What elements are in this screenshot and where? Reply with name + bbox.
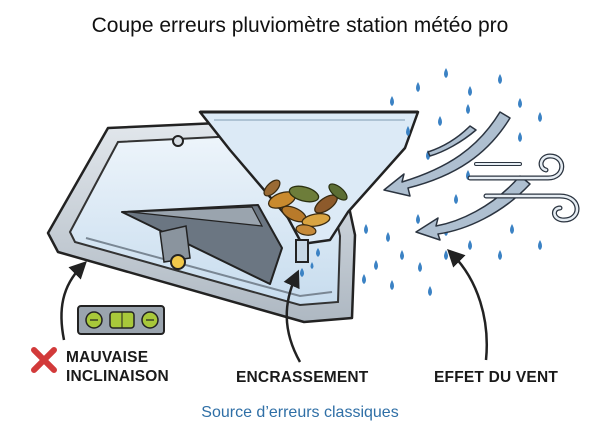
tilt-callout-arrow [60,261,87,341]
rain-drop [418,262,422,272]
rain-drop [498,74,502,84]
rain-drop [390,96,394,106]
rain-drop [400,250,404,260]
wind-callout-arrow [447,249,488,361]
rain-drop [374,260,378,270]
subtitle: Source d’erreurs classiques [201,404,399,421]
rain-drop [406,126,410,136]
tilt-label-line2: INCLINAISON [66,368,169,385]
tilt-label: MAUVAISE INCLINAISON [66,348,169,386]
bubble-level-icon [77,305,165,335]
tilt-label-line1: MAUVAISE [66,349,149,366]
page-title: Coupe erreurs pluviomètre station météo … [91,14,509,37]
rain-drop [390,280,394,290]
rain-drop [518,98,522,108]
rain-drop [518,132,522,142]
tipping-bucket [121,204,283,285]
rain-drop [510,224,514,234]
rain-drop [468,86,472,96]
rain-drop [386,232,390,242]
rain-drop [444,68,448,78]
rain-drop [454,194,458,204]
rain-drop [538,240,542,250]
rain-drop [444,250,448,260]
rain-drop [362,274,366,284]
funnel [198,110,420,277]
wind-arrows [383,111,531,241]
debris-leaves [263,179,348,236]
red-x-icon [31,347,57,373]
rain-drop [416,214,420,224]
rain-drop [538,112,542,122]
rain-drop [438,116,442,126]
rain-drop [428,286,432,296]
rain-drop [468,240,472,250]
clog-callout-arrow [283,269,302,363]
clog-label: ENCRASSEMENT [236,369,369,386]
rain-drop [498,250,502,260]
rain-drop [466,104,470,114]
rain-drop [364,224,368,234]
wind-label: EFFET DU VENT [434,369,559,386]
wind-swirl-icon [467,153,580,223]
rain-drop [416,82,420,92]
